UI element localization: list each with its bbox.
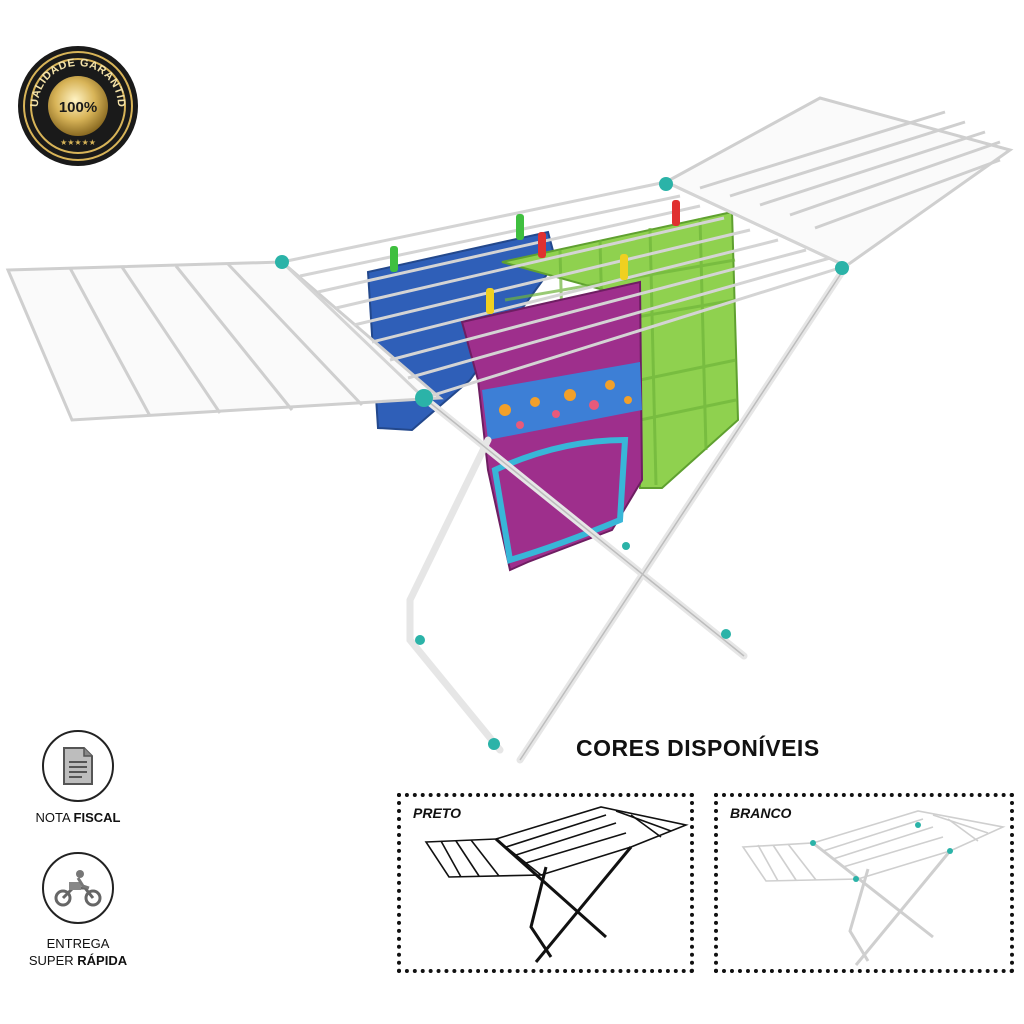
delivery-label-line2: SUPER RÁPIDA: [22, 952, 134, 969]
color-option-label: BRANCO: [730, 805, 792, 821]
drying-rack-illustration: [5, 96, 1014, 764]
delivery-badge-label: ENTREGA SUPER RÁPIDA: [22, 935, 134, 969]
invoice-icon: [63, 747, 93, 785]
white-rack-thumbnail: [741, 810, 1006, 966]
rack-joints: [275, 177, 849, 750]
seal-stars: ★★★★★: [60, 138, 96, 147]
right-wing: [662, 96, 1014, 268]
quality-seal: QUALIDADE GARANTIDA 100% ★★★★★: [9, 33, 142, 170]
invoice-badge-label: NOTA FISCAL: [22, 810, 134, 825]
black-rack-thumbnail: [424, 806, 689, 963]
invoice-label-bold: FISCAL: [73, 810, 121, 825]
delivery-motorcycle-icon: [54, 870, 102, 907]
clothes-pegs: [390, 200, 680, 314]
delivery-label-line1: ENTREGA: [46, 936, 110, 951]
colors-section-title: CORES DISPONÍVEIS: [576, 735, 820, 761]
seal-center-text: 100%: [59, 99, 97, 116]
color-option-black[interactable]: PRETO: [397, 793, 694, 973]
delivery-badge: [42, 852, 114, 924]
left-wing: [5, 260, 444, 422]
color-option-white[interactable]: BRANCO: [714, 793, 1014, 973]
invoice-label-normal: NOTA: [35, 810, 74, 825]
delivery-label-bold: RÁPIDA: [77, 953, 128, 968]
quality-seal-graphic: QUALIDADE GARANTIDA 100% ★★★★★: [9, 33, 138, 166]
color-option-label: PRETO: [413, 805, 461, 821]
delivery-label-normal: SUPER: [28, 953, 78, 968]
product-image-clothes-drying-rack: [0, 90, 1024, 780]
invoice-badge: [42, 730, 114, 802]
